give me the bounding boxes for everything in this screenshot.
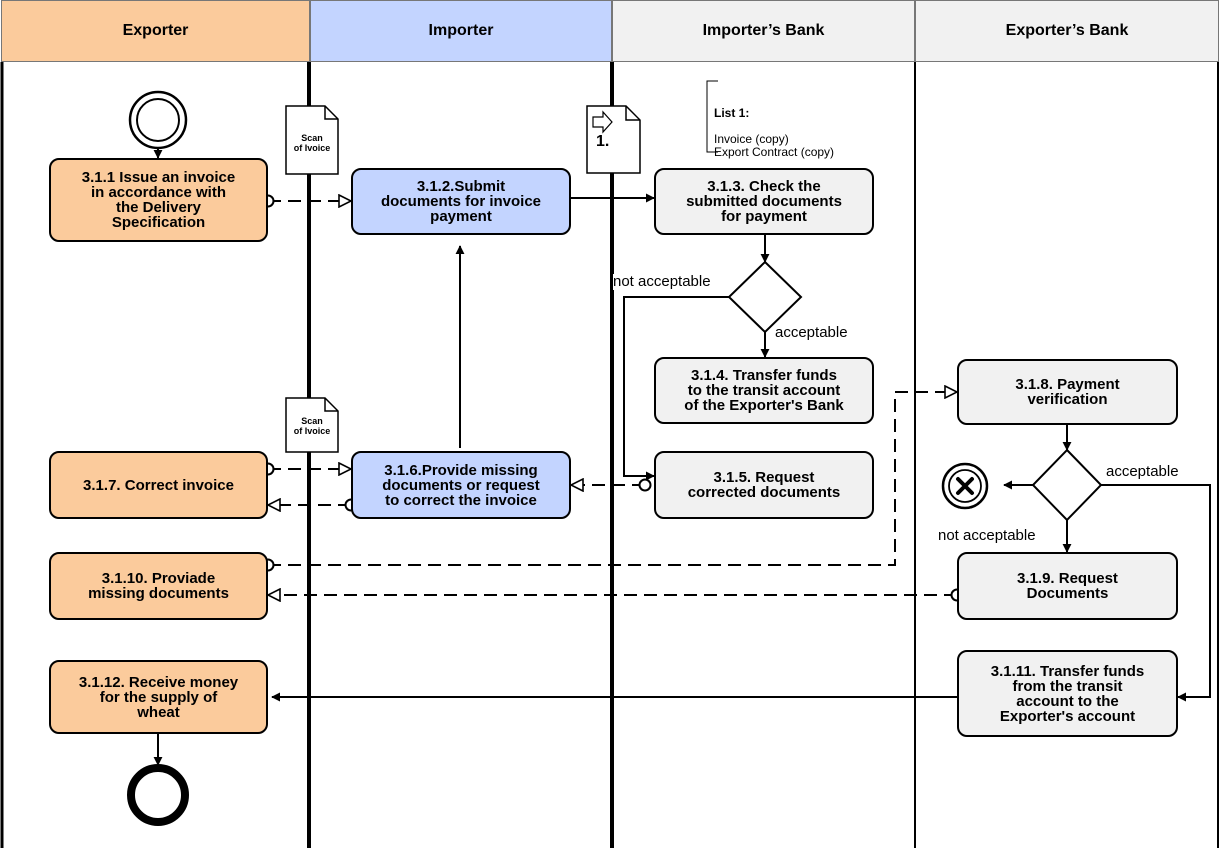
task-request-corrected-documents[interactable]: 3.1.5. Request corrected documents [654, 451, 874, 519]
task-transfer-funds-exporter[interactable]: 3.1.11. Transfer funds from the transit … [957, 650, 1178, 737]
list-document [586, 105, 641, 174]
gateway-check-documents [727, 260, 803, 334]
scan-invoice-label-1: Scan of Ivoice [293, 133, 331, 153]
error-end-event [941, 462, 989, 510]
scan-invoice-document-2 [285, 397, 339, 453]
task-check-documents[interactable]: 3.1.3. Check the submitted documents for… [654, 168, 874, 235]
label-acceptable-1: acceptable [775, 324, 848, 341]
lane-header-exporter: Exporter [1, 0, 310, 62]
label-not-acceptable-2: not acceptable [938, 527, 1036, 544]
lane-header-exporters-bank: Exporter’s Bank [915, 0, 1219, 62]
gateway-payment-verification [1031, 448, 1103, 522]
task-submit-documents[interactable]: 3.1.2.Submit documents for invoice payme… [351, 168, 571, 235]
task-provide-missing-documents[interactable]: 3.1.6.Provide missing documents or reque… [351, 451, 571, 519]
task-receive-money[interactable]: 3.1.12. Receive money for the supply of … [49, 660, 268, 734]
label-not-acceptable-1: not acceptable [613, 273, 711, 290]
task-provide-missing-documents-exporter[interactable]: 3.1.10. Proviade missing documents [49, 552, 268, 620]
task-issue-invoice[interactable]: 3.1.1 Issue an invoice in accordance wit… [49, 158, 268, 242]
annotation-body: Invoice (copy) Export Contract (copy) [714, 132, 835, 159]
task-transfer-funds-transit[interactable]: 3.1.4. Transfer funds to the transit acc… [654, 357, 874, 424]
annotation-list: List 1: Invoice (copy) Export Contract (… [714, 94, 834, 172]
scan-invoice-document-1 [285, 105, 339, 175]
annotation-bracket [706, 80, 718, 153]
lane-separators [0, 62, 1219, 848]
start-event [128, 90, 188, 150]
lane-header-importers-bank: Importer’s Bank [612, 0, 915, 62]
list-document-label: 1. [596, 133, 610, 150]
lane-header-importer: Importer [310, 0, 612, 62]
task-request-documents[interactable]: 3.1.9. Request Documents [957, 552, 1178, 620]
label-acceptable-2: acceptable [1106, 463, 1179, 480]
end-event [127, 764, 189, 826]
task-correct-invoice[interactable]: 3.1.7. Correct invoice [49, 451, 268, 519]
message-flows [268, 201, 957, 595]
sequence-flows [153, 148, 1211, 766]
scan-invoice-label-2: Scan of Ivoice [293, 416, 331, 436]
task-payment-verification[interactable]: 3.1.8. Payment verification [957, 359, 1178, 425]
annotation-title: List 1: [714, 106, 750, 120]
